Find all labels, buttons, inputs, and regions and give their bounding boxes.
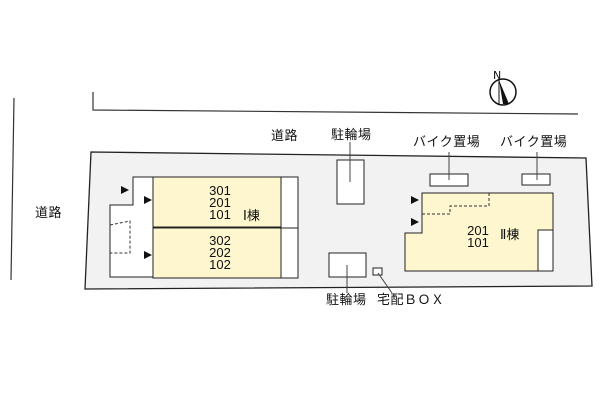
- bike-parking-2-label: バイク置場: [500, 135, 568, 150]
- building-2-units: 201 101: [458, 223, 498, 250]
- building-2-dashed-outline: [422, 193, 490, 215]
- building-1-upper-block: [152, 176, 282, 228]
- west-road-line: [10, 97, 15, 281]
- building-1-balcony-lower: [280, 227, 299, 279]
- building-1-name: Ⅰ棟: [243, 209, 260, 224]
- building-2-name: Ⅱ棟: [500, 228, 520, 243]
- bike-parking-1-label: バイク置場: [413, 135, 481, 150]
- compass-north-icon: [489, 78, 517, 106]
- building-1-balcony-upper: [280, 176, 299, 229]
- entrance-arrow-icon: [121, 186, 129, 194]
- unit-number: 301: [209, 183, 231, 198]
- north-road-line: [92, 92, 579, 115]
- building-1-upper-units: 301 201 101: [200, 183, 240, 222]
- entrance-arrow-icon: [411, 196, 419, 204]
- bicycle-parking-bottom-label: 駐輪場: [326, 293, 367, 308]
- road-west-label: 道路: [35, 206, 63, 221]
- building-2-balcony: [537, 229, 554, 272]
- unit-number: 101: [467, 235, 489, 250]
- unit-number: 201: [209, 195, 231, 210]
- building-1-lower-units: 302 202 102: [200, 233, 240, 272]
- unit-number: 202: [209, 245, 231, 260]
- delivery-box: [372, 267, 383, 276]
- unit-number: 302: [209, 233, 231, 248]
- unit-number: 102: [209, 257, 231, 272]
- road-north-label: 道路: [271, 129, 299, 144]
- building-2-block: [404, 192, 554, 272]
- leader-line: [377, 272, 393, 294]
- bike-parking-2: [521, 173, 551, 186]
- entrance-arrow-icon: [411, 218, 419, 226]
- entrance-arrow-icon: [144, 251, 152, 259]
- unit-number: 101: [209, 207, 231, 222]
- bicycle-parking-top-label: 駐輪場: [331, 128, 372, 143]
- building-1-dashed-outline: [109, 220, 131, 254]
- unit-number: 201: [467, 223, 489, 238]
- building-2: [404, 192, 554, 272]
- building-1: [109, 176, 299, 279]
- compass-north-label: N: [493, 69, 502, 82]
- delivery-box-label: 宅配ＢＯＸ: [377, 293, 445, 308]
- entrance-arrow-icon: [144, 196, 152, 204]
